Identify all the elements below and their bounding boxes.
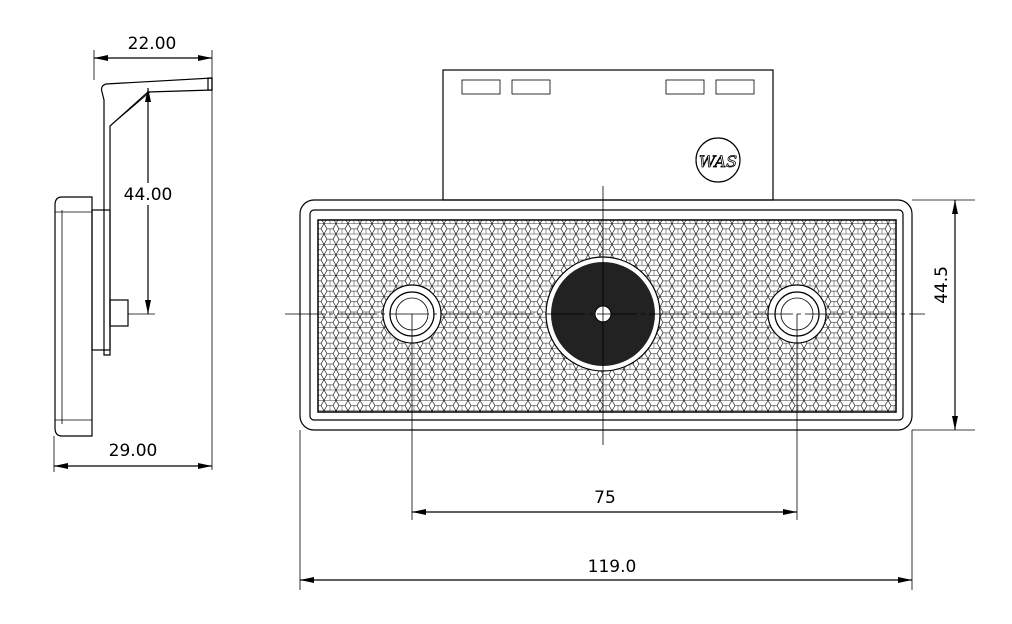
lamp-housing (299, 199, 913, 431)
dim-total-width: 119.0 (588, 557, 637, 577)
mounting-plate (442, 69, 774, 201)
side-view: 22.00 44.00 29.00 (53, 34, 213, 472)
front-view: WAS 44.5 75 (285, 69, 975, 590)
dim-hole-spacing: 75 (594, 488, 616, 508)
svg-text:WAS: WAS (699, 152, 737, 171)
dim-height: 44.00 (124, 185, 173, 205)
dim-top-width: 22.00 (128, 34, 177, 54)
dim-front-height: 44.5 (932, 266, 952, 304)
dim-bottom-width: 29.00 (109, 441, 158, 461)
lamp-body (54, 196, 93, 437)
stud (109, 299, 129, 327)
was-logo: WAS (695, 137, 741, 183)
bracket (100, 77, 213, 356)
